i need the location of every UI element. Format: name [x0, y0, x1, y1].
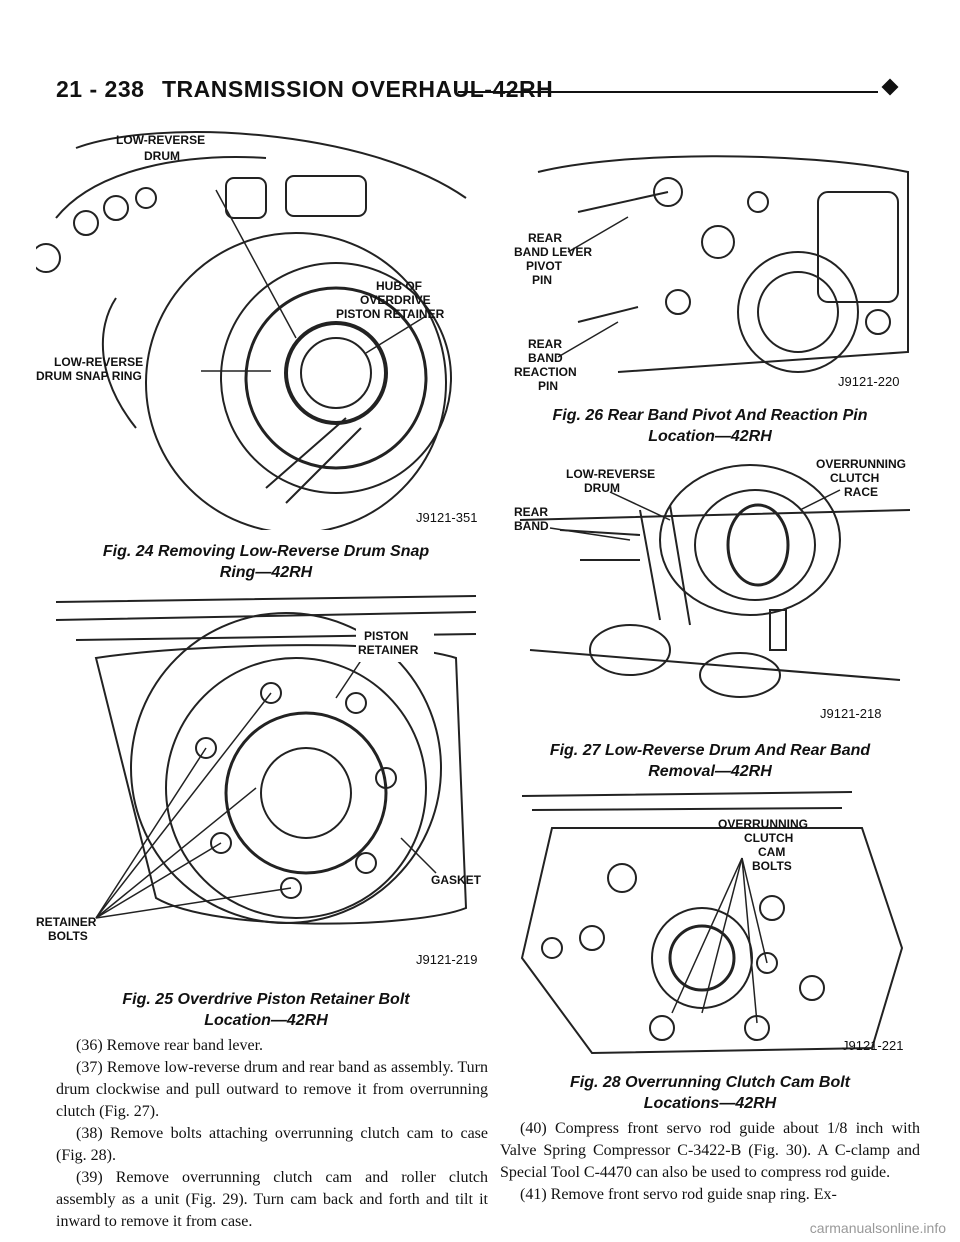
- figure-28: OVERRUNNING CLUTCH CAM BOLTS J9121-221: [512, 788, 922, 1058]
- fig25-label-piston-2: RETAINER: [358, 643, 419, 657]
- figure-27-illustration: LOW-REVERSE DRUM REAR BAND OVERRUNNING C…: [514, 457, 911, 721]
- fig24-label-hub-2: OVERDRIVE: [360, 293, 431, 307]
- left-column-text: (36) Remove rear band lever. (37) Remove…: [56, 1035, 488, 1233]
- step-36: (36) Remove rear band lever.: [76, 1037, 264, 1054]
- fig25-label-piston-1: PISTON: [364, 629, 408, 643]
- step-38: (38) Remove bolts attaching overrunning …: [56, 1125, 488, 1164]
- figure-27-caption-line1: Fig. 27 Low-Reverse Drum And Rear Band: [549, 742, 871, 759]
- fig28-code: J9121-221: [842, 1038, 903, 1053]
- fig25-label-gasket: GASKET: [431, 873, 482, 887]
- fig27-label-band-2: BAND: [514, 519, 549, 533]
- figure-27-caption-line2: Removal—42RH: [648, 763, 772, 780]
- fig27-label-band-1: REAR: [514, 505, 548, 519]
- fig26-label-reaction-2: BAND: [528, 351, 563, 365]
- fig28-label-cam-2: CLUTCH: [744, 831, 793, 845]
- diamond-icon: [881, 78, 899, 96]
- fig25-label-bolts-2: BOLTS: [48, 929, 88, 943]
- figure-24-caption: Fig. 24 Removing Low-Reverse Drum Snap R…: [56, 541, 476, 583]
- fig28-label-cam-4: BOLTS: [752, 859, 792, 873]
- figure-26-illustration: REAR BAND LEVER PIVOT PIN REAR BAND REAC…: [514, 155, 909, 393]
- fig27-label-drum-1: LOW-REVERSE: [566, 467, 655, 481]
- figure-28-caption: Fig. 28 Overrunning Clutch Cam Bolt Loca…: [500, 1072, 920, 1114]
- step-40: (40) Compress front servo rod guide abou…: [500, 1120, 920, 1181]
- fig27-label-race-1: OVERRUNNING: [816, 457, 906, 471]
- fig27-label-race-2: CLUTCH: [830, 471, 879, 485]
- step-37: (37) Remove low-reverse drum and rear ba…: [56, 1059, 488, 1120]
- figure-24-caption-line2: Ring—42RH: [219, 564, 313, 581]
- figure-26-caption: Fig. 26 Rear Band Pivot And Reaction Pin…: [500, 405, 920, 447]
- step-41: (41) Remove front servo rod guide snap r…: [520, 1186, 837, 1203]
- fig24-label-drum-2: DRUM: [144, 149, 180, 163]
- figure-25-caption-line1: Fig. 25 Overdrive Piston Retainer Bolt: [122, 991, 410, 1008]
- right-column-text: (40) Compress front servo rod guide abou…: [500, 1118, 920, 1206]
- fig26-label-reaction-3: REACTION: [514, 365, 577, 379]
- fig26-label-lever-3: PIVOT: [526, 259, 563, 273]
- figure-26-caption-line1: Fig. 26 Rear Band Pivot And Reaction Pin: [552, 407, 868, 424]
- figure-24-caption-line1: Fig. 24 Removing Low-Reverse Drum Snap: [102, 543, 430, 560]
- fig24-label-drum-1: LOW-REVERSE: [116, 133, 205, 147]
- fig24-label-snap-ring-1: LOW-REVERSE: [54, 355, 143, 369]
- figure-25: PISTON RETAINER GASKET RETAINER BOLTS J9…: [36, 588, 492, 974]
- page-title: TRANSMISSION OVERHAUL-42RH: [162, 76, 554, 102]
- fig24-label-snap-ring-2: DRUM SNAP RING: [36, 369, 142, 383]
- fig27-code: J9121-218: [820, 706, 881, 721]
- fig27-label-drum-2: DRUM: [584, 481, 620, 495]
- header-rule: [458, 91, 878, 93]
- fig26-label-reaction-4: PIN: [538, 379, 558, 393]
- figure-27-caption: Fig. 27 Low-Reverse Drum And Rear Band R…: [500, 740, 920, 782]
- figure-24: LOW-REVERSE DRUM HUB OF OVERDRIVE PISTON…: [36, 128, 492, 530]
- fig24-label-hub-3: PISTON RETAINER: [336, 307, 445, 321]
- fig28-label-cam-3: CAM: [758, 845, 785, 859]
- fig26-label-lever-1: REAR: [528, 231, 562, 245]
- fig26-label-lever-2: BAND LEVER: [514, 245, 592, 259]
- fig24-code: J9121-351: [416, 510, 477, 525]
- figure-28-illustration: OVERRUNNING CLUTCH CAM BOLTS J9121-221: [520, 791, 903, 1055]
- fig26-label-reaction-1: REAR: [528, 337, 562, 351]
- step-39: (39) Remove overrunning clutch cam and r…: [56, 1169, 488, 1230]
- figure-27: LOW-REVERSE DRUM REAR BAND OVERRUNNING C…: [500, 450, 924, 722]
- page-number: 21 - 238: [56, 76, 145, 102]
- fig26-code: J9121-220: [838, 374, 899, 389]
- figure-26: REAR BAND LEVER PIVOT PIN REAR BAND REAC…: [498, 132, 924, 394]
- fig24-label-hub-1: HUB OF: [376, 279, 422, 293]
- watermark-text: carmanualsonline.info: [809, 1220, 946, 1236]
- fig25-code: J9121-219: [416, 952, 477, 967]
- figure-28-caption-line2: Locations—42RH: [643, 1095, 777, 1112]
- fig28-label-cam-1: OVERRUNNING: [718, 817, 808, 831]
- figure-26-caption-line2: Location—42RH: [648, 428, 772, 445]
- figure-25-caption-line2: Location—42RH: [204, 1012, 328, 1029]
- figure-24-illustration: LOW-REVERSE DRUM HUB OF OVERDRIVE PISTON…: [36, 131, 477, 530]
- fig26-label-lever-4: PIN: [532, 273, 552, 287]
- fig27-label-race-3: RACE: [844, 485, 878, 499]
- fig25-label-bolts-1: RETAINER: [36, 915, 97, 929]
- figure-25-illustration: PISTON RETAINER GASKET RETAINER BOLTS J9…: [36, 595, 482, 967]
- figure-25-caption: Fig. 25 Overdrive Piston Retainer Bolt L…: [56, 989, 476, 1031]
- page-header: 21 - 238 TRANSMISSION OVERHAUL-42RH: [56, 76, 916, 116]
- figure-28-caption-line1: Fig. 28 Overrunning Clutch Cam Bolt: [569, 1074, 851, 1091]
